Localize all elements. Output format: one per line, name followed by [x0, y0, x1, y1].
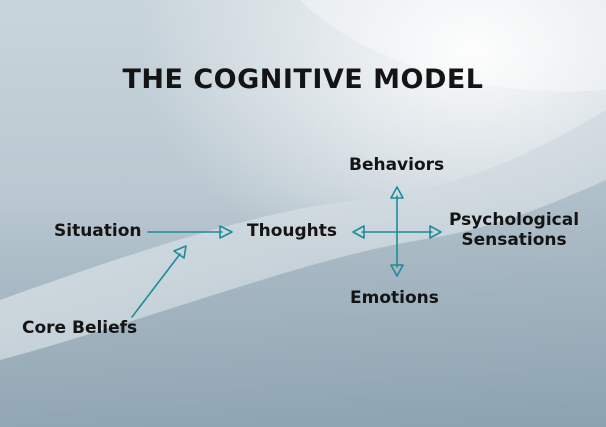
- node-behaviors: Behaviors: [349, 155, 445, 175]
- node-situation: Situation: [54, 221, 142, 241]
- node-physiological-line1: Psychological: [448, 210, 580, 230]
- node-emotions: Emotions: [350, 288, 439, 308]
- arrow-situation-to-thoughts: [147, 225, 233, 239]
- node-thoughts: Thoughts: [247, 221, 337, 241]
- arrow-core-beliefs: [131, 245, 187, 318]
- diagram-title: THE COGNITIVE MODEL: [122, 64, 484, 95]
- node-core-beliefs: Core Beliefs: [22, 318, 138, 338]
- node-physiological-sensations: Psychological Sensations: [446, 210, 582, 250]
- node-physiological-line2: Sensations: [461, 230, 567, 250]
- arrow-behaviors-emotions: [390, 186, 404, 277]
